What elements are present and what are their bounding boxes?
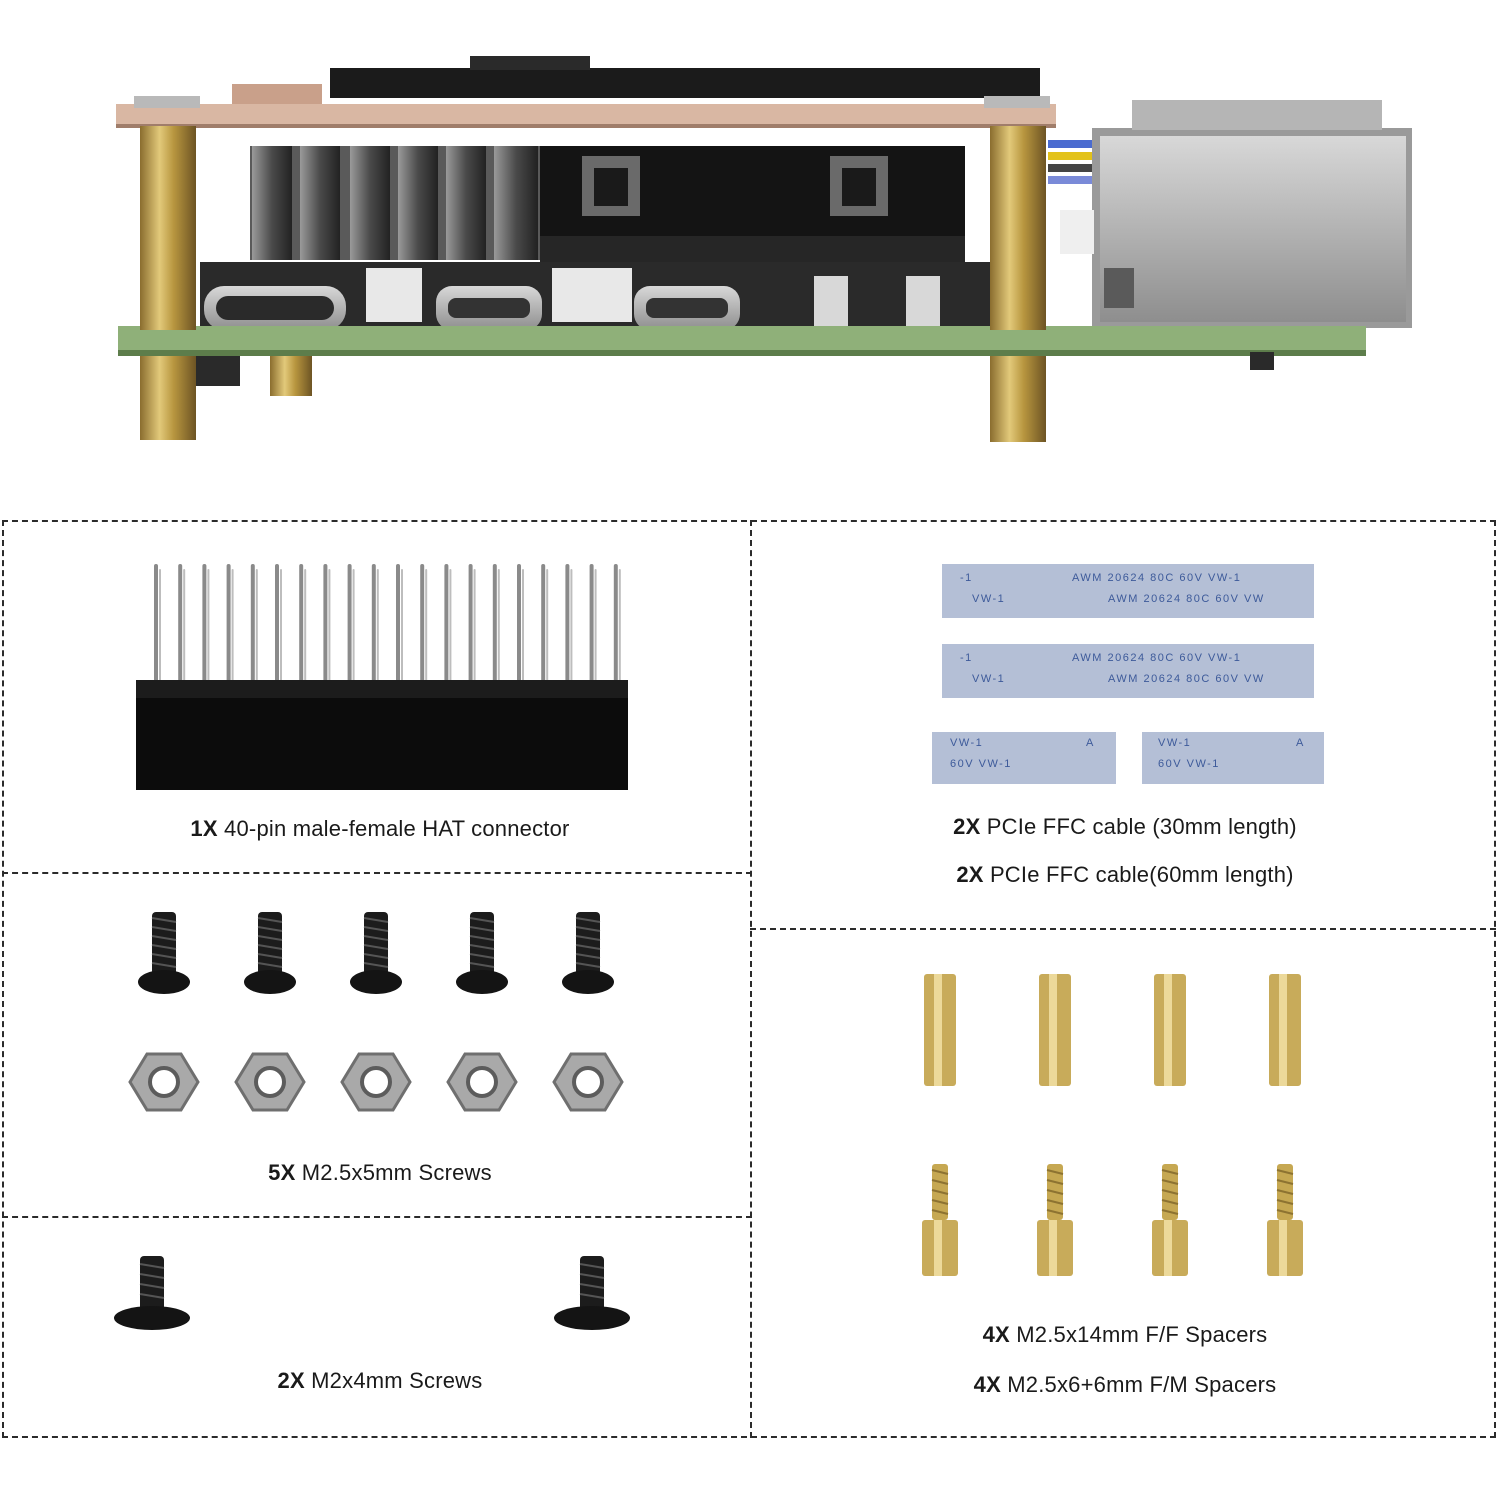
screw-4 bbox=[456, 912, 508, 994]
m25-screws-image bbox=[120, 904, 640, 1124]
cable2-print1: AWM 20624 80C 60V VW-1 bbox=[1072, 652, 1241, 664]
hat-connector-caption: 1X 40-pin male-female HAT connector bbox=[0, 816, 760, 842]
nut-3 bbox=[340, 1052, 412, 1112]
cable2-left2: VW-1 bbox=[972, 673, 1005, 685]
nut-2 bbox=[234, 1052, 306, 1112]
hat-connector-image bbox=[130, 560, 640, 792]
nut-5 bbox=[552, 1052, 624, 1112]
cable1-left1: -1 bbox=[960, 572, 973, 584]
spacer-fm-1 bbox=[922, 1164, 958, 1276]
pcie-cable-30-qty: 2X bbox=[953, 814, 981, 839]
divider-right-1 bbox=[750, 928, 1496, 930]
m2-screws-qty: 2X bbox=[277, 1368, 305, 1393]
hat-connector-label: 40-pin male-female HAT connector bbox=[224, 816, 570, 841]
divider-left-2 bbox=[2, 1216, 752, 1218]
cable3-print2: 60V VW-1 bbox=[950, 758, 1012, 770]
spacer-fm-4 bbox=[1267, 1164, 1303, 1276]
divider-left-1 bbox=[2, 872, 752, 874]
cable2-print2: AWM 20624 80C 60V VW bbox=[1108, 673, 1265, 685]
cable4-print1: VW-1 bbox=[1158, 737, 1191, 749]
cable4-print2: 60V VW-1 bbox=[1158, 758, 1220, 770]
cable3-print1: VW-1 bbox=[950, 737, 983, 749]
pcie-cable-30-label: PCIe FFC cable (30mm length) bbox=[986, 814, 1297, 839]
m25-screws-caption: 5X M2.5x5mm Screws bbox=[0, 1160, 760, 1186]
nut-4 bbox=[446, 1052, 518, 1112]
pcie-cable-60-caption: 2X PCIe FFC cable(60mm length) bbox=[752, 862, 1498, 888]
cable4-mark: A bbox=[1296, 737, 1305, 749]
pcie-cable-60-qty: 2X bbox=[956, 862, 984, 887]
m2-screws-caption: 2X M2x4mm Screws bbox=[0, 1368, 760, 1394]
spacers-fm-caption: 4X M2.5x6+6mm F/M Spacers bbox=[752, 1372, 1498, 1398]
pcie-cables-image: -1 VW-1 AWM 20624 80C 60V VW-1 AWM 20624… bbox=[930, 562, 1330, 788]
spacer-fm-2 bbox=[1037, 1164, 1073, 1276]
m2-screws-label: M2x4mm Screws bbox=[311, 1368, 483, 1393]
cable1-print2: AWM 20624 80C 60V VW bbox=[1108, 593, 1265, 605]
screw-5 bbox=[562, 912, 614, 994]
cable1-left2: VW-1 bbox=[972, 593, 1005, 605]
kit-panel-outer bbox=[2, 520, 1496, 1438]
pcie-cable-30-caption: 2X PCIe FFC cable (30mm length) bbox=[752, 814, 1498, 840]
cable3-mark: A bbox=[1086, 737, 1095, 749]
cable2-left1: -1 bbox=[960, 652, 973, 664]
m2-screws-image bbox=[100, 1250, 660, 1340]
screw-2 bbox=[244, 912, 296, 994]
spacer-fm-3 bbox=[1152, 1164, 1188, 1276]
hat-connector-qty: 1X bbox=[190, 816, 218, 841]
spacers-image bbox=[910, 964, 1350, 1290]
screw-1 bbox=[138, 912, 190, 994]
spacers-ff-caption: 4X M2.5x14mm F/F Spacers bbox=[752, 1322, 1498, 1348]
spacer-ff-3 bbox=[1154, 974, 1186, 1086]
cable1-print1: AWM 20624 80C 60V VW-1 bbox=[1072, 572, 1241, 584]
m25-screws-label: M2.5x5mm Screws bbox=[301, 1160, 492, 1185]
hero-product-image bbox=[0, 0, 1498, 480]
divider-vertical bbox=[750, 520, 752, 1438]
screw-3 bbox=[350, 912, 402, 994]
spacers-ff-label: M2.5x14mm F/F Spacers bbox=[1016, 1322, 1268, 1347]
spacer-ff-1 bbox=[924, 974, 956, 1086]
m25-screws-qty: 5X bbox=[268, 1160, 296, 1185]
nut-1 bbox=[128, 1052, 200, 1112]
spacers-fm-qty: 4X bbox=[973, 1372, 1001, 1397]
spacer-ff-4 bbox=[1269, 974, 1301, 1086]
heatsink-fins bbox=[250, 146, 540, 260]
spacers-ff-qty: 4X bbox=[982, 1322, 1010, 1347]
spacers-fm-label: M2.5x6+6mm F/M Spacers bbox=[1007, 1372, 1277, 1397]
spacer-ff-2 bbox=[1039, 974, 1071, 1086]
pcie-cable-60-label: PCIe FFC cable(60mm length) bbox=[989, 862, 1294, 887]
